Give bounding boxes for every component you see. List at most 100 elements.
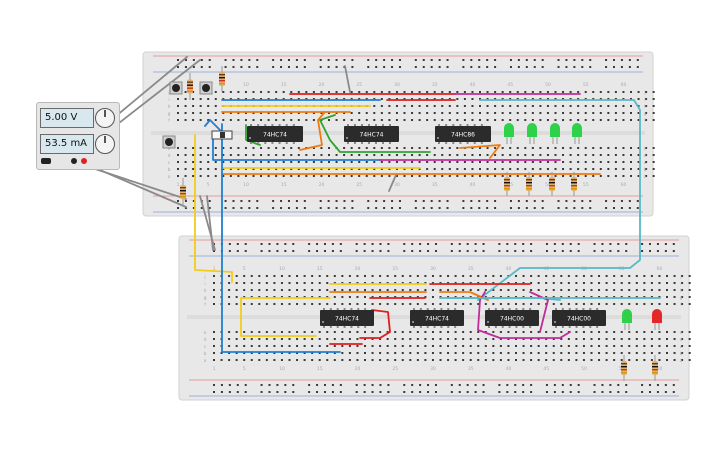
- hole[interactable]: [433, 154, 436, 156]
- hole[interactable]: [433, 98, 436, 100]
- hole[interactable]: [296, 352, 299, 354]
- rail-hole[interactable]: [319, 200, 322, 202]
- rail-hole[interactable]: [335, 200, 338, 202]
- hole[interactable]: [333, 303, 336, 305]
- hole[interactable]: [509, 154, 512, 156]
- hole[interactable]: [275, 161, 278, 163]
- rail-hole[interactable]: [403, 243, 406, 245]
- hole[interactable]: [537, 352, 540, 354]
- hole[interactable]: [562, 154, 565, 156]
- hole[interactable]: [492, 296, 495, 298]
- hole[interactable]: [318, 345, 321, 347]
- hole[interactable]: [411, 161, 414, 163]
- resistor-6-body[interactable]: [549, 177, 555, 191]
- led-green-1-body[interactable]: [504, 123, 514, 137]
- hole[interactable]: [267, 147, 270, 149]
- hole[interactable]: [214, 154, 217, 156]
- rail-hole[interactable]: [533, 207, 536, 209]
- hole[interactable]: [515, 359, 517, 361]
- hole[interactable]: [569, 168, 572, 170]
- rail-hole[interactable]: [411, 384, 414, 386]
- hole[interactable]: [569, 105, 572, 107]
- hole[interactable]: [243, 289, 246, 291]
- hole[interactable]: [630, 105, 632, 107]
- hole[interactable]: [258, 338, 261, 340]
- rail-hole[interactable]: [280, 59, 283, 61]
- hole[interactable]: [486, 175, 489, 177]
- hole[interactable]: [614, 105, 617, 107]
- hole[interactable]: [303, 282, 306, 284]
- hole[interactable]: [575, 282, 578, 284]
- hole[interactable]: [658, 282, 661, 284]
- hole[interactable]: [605, 359, 608, 361]
- hole[interactable]: [365, 175, 368, 177]
- hole[interactable]: [592, 154, 595, 156]
- hole[interactable]: [477, 359, 480, 361]
- hole[interactable]: [507, 359, 510, 361]
- hole[interactable]: [348, 289, 351, 291]
- led-green-3[interactable]: [550, 123, 560, 144]
- hole[interactable]: [590, 345, 593, 347]
- hole[interactable]: [343, 175, 346, 177]
- hole[interactable]: [296, 296, 299, 298]
- rail-hole[interactable]: [589, 200, 592, 202]
- rail-hole[interactable]: [192, 200, 195, 202]
- hole[interactable]: [622, 168, 625, 170]
- rail-hole[interactable]: [525, 59, 528, 61]
- hole[interactable]: [213, 345, 215, 347]
- rail-hole[interactable]: [383, 59, 386, 61]
- hole[interactable]: [335, 119, 338, 121]
- hole[interactable]: [645, 105, 648, 107]
- rail-hole[interactable]: [620, 200, 623, 202]
- hole[interactable]: [258, 345, 261, 347]
- hole[interactable]: [341, 303, 344, 305]
- hole[interactable]: [341, 275, 344, 277]
- hole[interactable]: [318, 352, 321, 354]
- hole[interactable]: [447, 359, 450, 361]
- hole[interactable]: [275, 175, 278, 177]
- hole[interactable]: [401, 282, 404, 284]
- hole[interactable]: [620, 275, 623, 277]
- rail-hole[interactable]: [649, 384, 652, 386]
- rail-hole[interactable]: [470, 207, 473, 209]
- hole[interactable]: [305, 112, 308, 114]
- hole[interactable]: [560, 275, 563, 277]
- hole[interactable]: [228, 289, 231, 291]
- rail-hole[interactable]: [613, 66, 616, 68]
- hole[interactable]: [456, 147, 459, 149]
- push-button-2-cap[interactable]: [202, 84, 210, 92]
- hole[interactable]: [424, 331, 427, 333]
- hole[interactable]: [401, 296, 404, 298]
- rail-hole[interactable]: [649, 243, 652, 245]
- hole[interactable]: [409, 282, 412, 284]
- hole[interactable]: [213, 282, 215, 284]
- hole[interactable]: [477, 352, 480, 354]
- hole[interactable]: [582, 345, 585, 347]
- hole[interactable]: [328, 168, 330, 170]
- rail-hole[interactable]: [613, 207, 616, 209]
- hole[interactable]: [628, 345, 631, 347]
- hole[interactable]: [688, 282, 691, 284]
- hole[interactable]: [614, 91, 617, 93]
- hole[interactable]: [282, 175, 285, 177]
- hole[interactable]: [207, 98, 210, 100]
- hole[interactable]: [214, 161, 217, 163]
- hole[interactable]: [650, 345, 653, 347]
- hole[interactable]: [530, 352, 533, 354]
- hole[interactable]: [222, 154, 225, 156]
- hole[interactable]: [447, 303, 450, 305]
- hole[interactable]: [326, 338, 329, 340]
- hole[interactable]: [237, 98, 240, 100]
- rail-hole[interactable]: [541, 200, 544, 202]
- hole[interactable]: [645, 98, 648, 100]
- hole[interactable]: [244, 98, 247, 100]
- hole[interactable]: [184, 161, 187, 163]
- hole[interactable]: [311, 345, 314, 347]
- rail-hole[interactable]: [581, 66, 584, 68]
- hole[interactable]: [296, 359, 299, 361]
- hole[interactable]: [530, 275, 533, 277]
- rail-hole[interactable]: [522, 250, 525, 252]
- wire-yellow[interactable]: [194, 134, 233, 283]
- rail-hole[interactable]: [276, 391, 279, 393]
- hole[interactable]: [584, 168, 587, 170]
